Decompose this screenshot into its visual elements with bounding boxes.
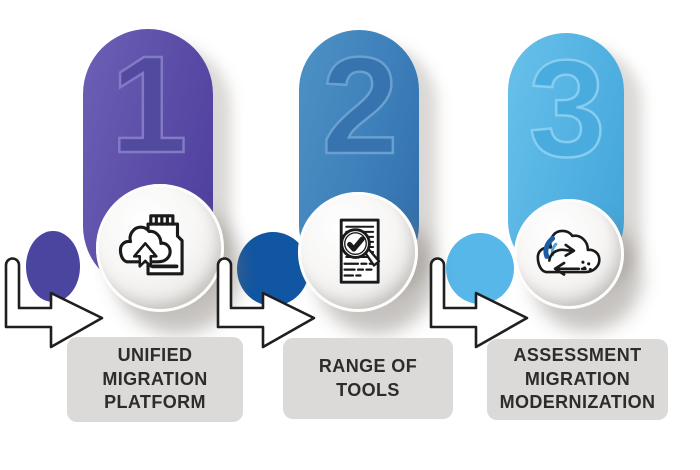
- step-icon-circle: [514, 199, 624, 309]
- step-dot: [446, 233, 514, 304]
- step-number: 2: [320, 29, 399, 183]
- step-label: RANGE OF TOOLS: [318, 356, 418, 400]
- step-label-card: UNIFIED MIGRATION PLATFORM: [67, 337, 243, 422]
- document-search-check-icon: [339, 218, 381, 284]
- flow-arrow-icon: [216, 257, 316, 349]
- step-icon-circle: [298, 192, 418, 312]
- step-number: 1: [109, 28, 188, 182]
- step-number: 3: [527, 32, 606, 186]
- step-dot: [237, 232, 309, 306]
- step-label: ASSESSMENT MIGRATION MODERNIZATION: [499, 345, 656, 413]
- cloud-upload-storage-icon: [118, 214, 184, 276]
- step-label-card: RANGE OF TOOLS: [283, 338, 453, 419]
- flow-arrow-icon: [4, 257, 104, 349]
- step-icon-circle: [96, 184, 224, 312]
- step-label: UNIFIED MIGRATION PLATFORM: [102, 345, 208, 413]
- flow-arrow-icon: [429, 257, 529, 349]
- step-dot: [26, 231, 80, 302]
- cloud-migration-transfer-icon: [536, 229, 601, 276]
- step-label-card: ASSESSMENT MIGRATION MODERNIZATION: [487, 339, 668, 420]
